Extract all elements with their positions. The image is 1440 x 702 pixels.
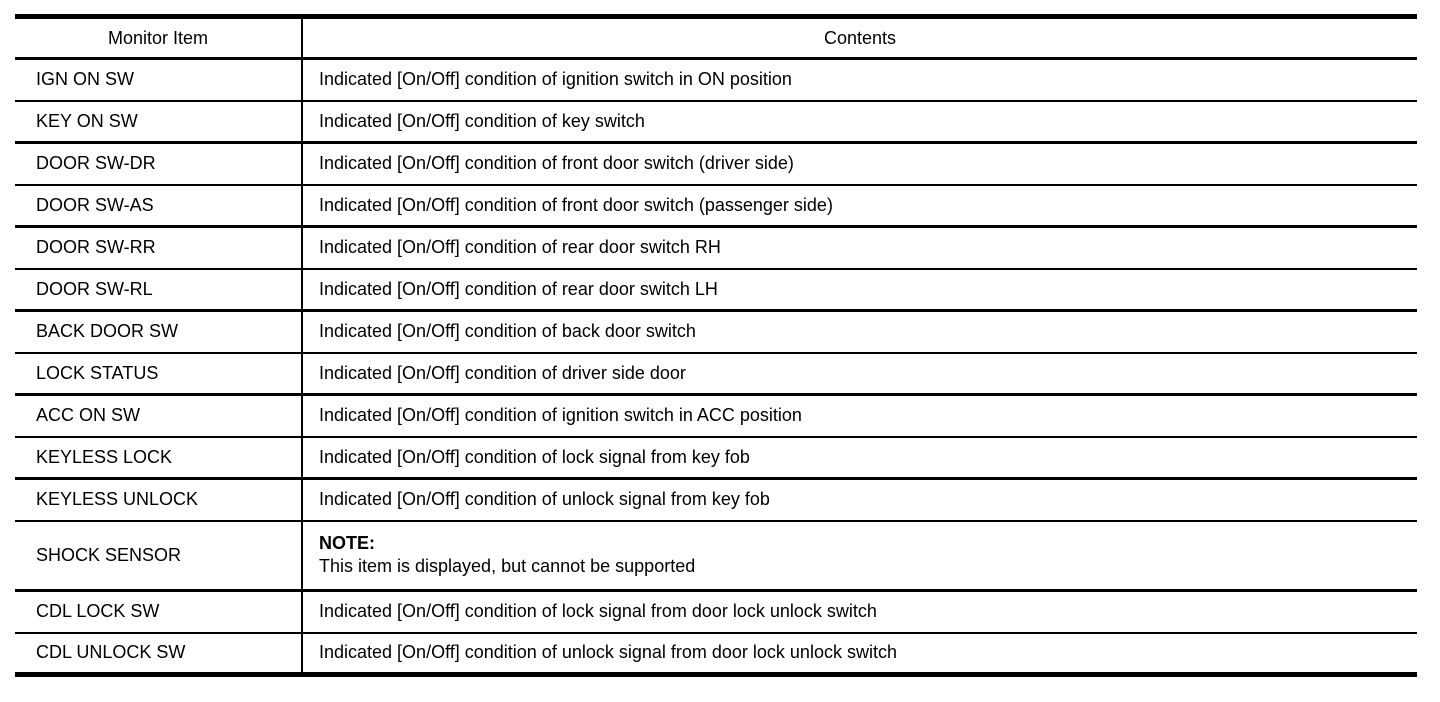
- column-header-contents: Contents: [302, 16, 1417, 60]
- monitor-item-cell: KEYLESS UNLOCK: [15, 478, 303, 522]
- monitor-item-cell: SHOCK SENSOR: [15, 520, 303, 592]
- monitor-item-cell: IGN ON SW: [15, 58, 303, 102]
- contents-cell: Indicated [On/Off] condition of ignition…: [302, 394, 1417, 438]
- contents-cell: Indicated [On/Off] condition of lock sig…: [302, 436, 1417, 480]
- monitor-item-cell: DOOR SW-DR: [15, 142, 303, 186]
- monitor-item-cell: DOOR SW-AS: [15, 184, 303, 228]
- monitor-item-cell: CDL LOCK SW: [15, 590, 303, 634]
- monitor-item-cell: KEYLESS LOCK: [15, 436, 303, 480]
- contents-cell: Indicated [On/Off] condition of front do…: [302, 184, 1417, 228]
- table-header-row: Monitor Item Contents: [15, 16, 1417, 60]
- contents-cell: NOTE:This item is displayed, but cannot …: [302, 520, 1417, 592]
- note-label: NOTE:: [319, 533, 375, 554]
- contents-cell: Indicated [On/Off] condition of ignition…: [302, 58, 1417, 102]
- monitor-item-cell: KEY ON SW: [15, 100, 303, 144]
- monitor-item-cell: BACK DOOR SW: [15, 310, 303, 354]
- monitor-item-cell: CDL UNLOCK SW: [15, 632, 303, 676]
- monitor-item-cell: DOOR SW-RL: [15, 268, 303, 312]
- monitor-item-cell: ACC ON SW: [15, 394, 303, 438]
- contents-cell: Indicated [On/Off] condition of key swit…: [302, 100, 1417, 144]
- monitor-item-cell: LOCK STATUS: [15, 352, 303, 396]
- contents-cell: Indicated [On/Off] condition of back doo…: [302, 310, 1417, 354]
- contents-cell: Indicated [On/Off] condition of rear doo…: [302, 268, 1417, 312]
- note-text: This item is displayed, but cannot be su…: [319, 556, 696, 577]
- column-header-monitor-item: Monitor Item: [15, 16, 303, 60]
- contents-cell: Indicated [On/Off] condition of unlock s…: [302, 632, 1417, 676]
- contents-cell: Indicated [On/Off] condition of front do…: [302, 142, 1417, 186]
- contents-cell: Indicated [On/Off] condition of driver s…: [302, 352, 1417, 396]
- contents-cell: Indicated [On/Off] condition of lock sig…: [302, 590, 1417, 634]
- contents-cell: Indicated [On/Off] condition of rear doo…: [302, 226, 1417, 270]
- monitor-item-cell: DOOR SW-RR: [15, 226, 303, 270]
- contents-cell: Indicated [On/Off] condition of unlock s…: [302, 478, 1417, 522]
